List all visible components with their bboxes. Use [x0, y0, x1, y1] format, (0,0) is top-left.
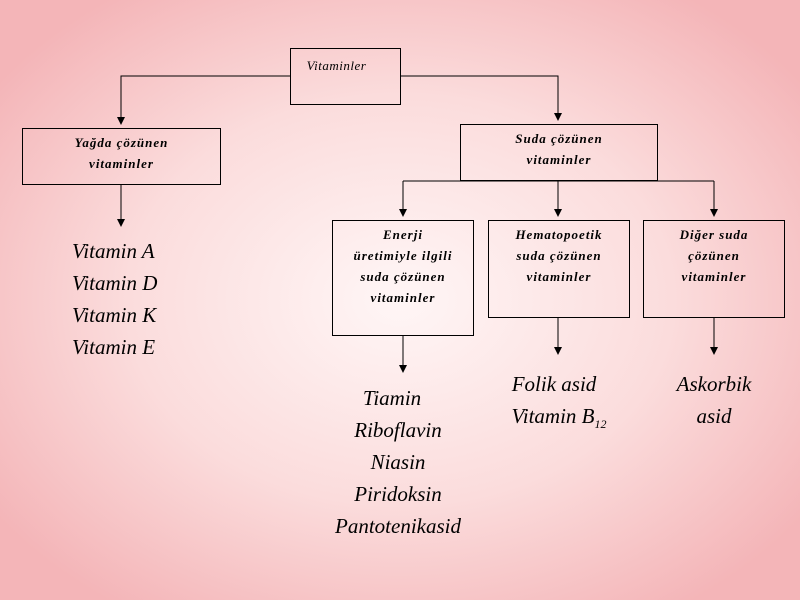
b12-subscript: 12: [594, 417, 607, 432]
hematopoietic-box: Hematopoetik suda çözünen vitaminler: [488, 220, 630, 318]
b12-base: Vitamin B: [511, 404, 595, 428]
energy-title-line: vitaminler: [370, 290, 436, 305]
list-item: asid: [696, 404, 732, 428]
list-item: Tiamin: [362, 386, 422, 410]
connector-root-to-fat: [117, 75, 290, 125]
fat-soluble-title-line: vitaminler: [89, 156, 154, 171]
hematopoietic-title-line: suda çözünen: [516, 248, 602, 263]
other-title-line: Diğer suda: [679, 227, 749, 242]
other-title-line: vitaminler: [681, 269, 747, 284]
list-item: Vitamin K: [72, 303, 157, 327]
hematopoietic-list: Folik asid Vitamin B12: [488, 368, 630, 432]
energy-title-line: üretimiyle ilgili: [353, 248, 453, 263]
fat-soluble-title-line: Yağda çözünen: [74, 135, 169, 150]
list-item: Askorbik: [676, 372, 752, 396]
other-box: Diğer suda çözünen vitaminler: [643, 220, 785, 318]
other-title-line: çözünen: [688, 248, 740, 263]
energy-title-line: Enerji: [383, 227, 423, 242]
list-item: Vitamin E: [72, 335, 156, 359]
water-soluble-box: Suda çözünen vitaminler: [460, 124, 658, 181]
list-item: Pantotenikasid: [335, 514, 461, 538]
root-label: Vitaminler: [306, 58, 367, 73]
fat-soluble-box: Yağda çözünen vitaminler: [22, 128, 221, 185]
list-item: Vitamin A: [72, 239, 155, 263]
energy-title-line: suda çözünen: [360, 269, 446, 284]
root-box: Vitaminler: [290, 48, 401, 105]
water-soluble-title-line: vitaminler: [526, 152, 592, 167]
other-list: Askorbik asid: [643, 368, 785, 432]
list-item: Piridoksin: [354, 482, 442, 506]
list-item: Niasin: [370, 450, 426, 474]
connector-root-to-water: [400, 75, 562, 121]
list-item: Folik asid: [511, 372, 597, 396]
energy-box: Enerji üretimiyle ilgili suda çözünen vi…: [332, 220, 474, 336]
energy-list: Tiamin Riboflavin Niasin Piridoksin Pant…: [318, 382, 478, 542]
list-item: Riboflavin: [354, 418, 442, 442]
list-item: Vitamin D: [72, 271, 158, 295]
hematopoietic-title-line: Hematopoetik: [515, 227, 603, 242]
water-soluble-title-line: Suda çözünen: [515, 131, 603, 146]
list-item-b12: Vitamin B12: [488, 400, 630, 432]
hematopoietic-title-line: vitaminler: [526, 269, 592, 284]
fat-soluble-list: Vitamin A Vitamin D Vitamin K Vitamin E: [72, 235, 157, 363]
